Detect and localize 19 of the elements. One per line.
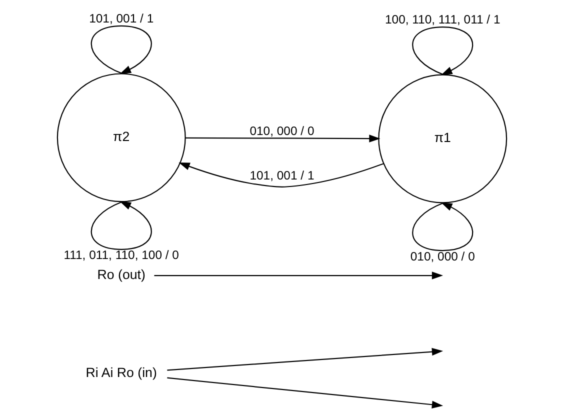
edge-label: 111, 011, 110, 100 / 0 bbox=[63, 248, 179, 262]
arrow bbox=[178, 162, 384, 188]
edge-label: 010, 000 / 0 bbox=[410, 249, 474, 264]
arrow bbox=[185, 134, 380, 142]
arrow bbox=[166, 377, 443, 408]
edge-label: 010, 000 / 0 bbox=[249, 124, 314, 138]
node-circle: π1 bbox=[378, 74, 507, 204]
node-text: Ri Ai Ro (in) bbox=[85, 364, 156, 380]
arrow bbox=[154, 272, 443, 280]
edge-label: 100, 110, 111, 011 / 1 bbox=[384, 12, 500, 27]
arrow bbox=[90, 25, 152, 74]
edge-label: 101, 001 / 1 bbox=[88, 11, 154, 26]
edge-label: 101, 001 / 1 bbox=[249, 168, 314, 183]
arrow bbox=[412, 202, 473, 252]
node-text: Ro (out) bbox=[96, 266, 145, 282]
node-circle: π2 bbox=[56, 73, 186, 202]
arrow bbox=[166, 348, 443, 371]
arrow bbox=[90, 201, 152, 250]
arrow bbox=[412, 26, 473, 75]
